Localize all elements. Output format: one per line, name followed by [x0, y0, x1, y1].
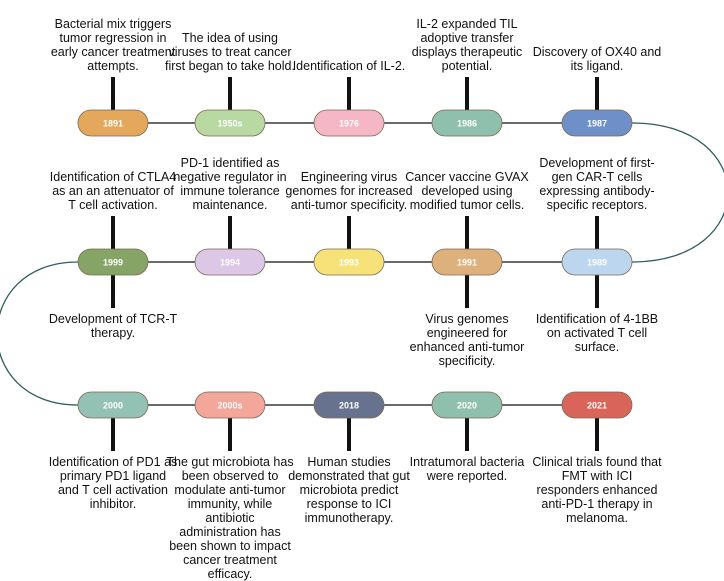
event-description-1993: Engineering virus genomes for increased …: [285, 170, 413, 212]
year-pill-shape: [313, 248, 385, 276]
year-label: 1994: [220, 258, 240, 268]
year-pill-shape: [77, 248, 149, 276]
year-pill-shape: [194, 248, 266, 276]
wrap-curve-right: [631, 122, 724, 263]
event-description-1999-below: Development of TCR-T therapy.: [48, 312, 178, 340]
timeline-connectors: [0, 122, 724, 406]
year-label: 1989: [587, 258, 607, 268]
year-pill-1989: 1989: [561, 248, 633, 276]
year-label: 2021: [587, 401, 607, 411]
year-pill-shape: [431, 109, 503, 137]
year-label: 1991: [457, 258, 477, 268]
year-pill-1991: 1991: [431, 248, 503, 276]
timeline-diagram: 1891 1950s 1976 1986 1987 1999 1994 1993 1991 198…: [0, 77, 724, 451]
year-pill-shape: [77, 391, 149, 419]
event-description-2000s: The gut microbiota has been observed to …: [166, 455, 294, 581]
event-description-1999: Identification of CTLA4 as an an attenua…: [49, 170, 177, 212]
year-pill-1986: 1986: [431, 109, 503, 137]
event-description-2018: Human studies demonstrated that gut micr…: [288, 455, 410, 525]
year-pill-1976: 1976: [313, 109, 385, 137]
year-pill-shape: [431, 391, 503, 419]
year-label: 1987: [587, 119, 607, 129]
year-pill-shape: [194, 391, 266, 419]
year-pill-shape: [561, 248, 633, 276]
year-pill-2020: 2020: [431, 391, 503, 419]
event-description-1976: Identification of IL-2.: [292, 59, 406, 73]
wrap-curve-left: [0, 261, 79, 406]
year-pill-1891: 1891: [77, 109, 149, 137]
event-description-2020: Intratumoral bacteria were reported.: [409, 455, 525, 483]
year-pill-shape: [313, 109, 385, 137]
event-description-2021: Clinical trials found that FMT with ICI …: [532, 455, 662, 525]
event-description-1987: Discovery of OX40 and its ligand.: [532, 45, 662, 73]
year-pill-shape: [431, 248, 503, 276]
event-description-2000: Identification of PD1 as primary PD1 lig…: [48, 455, 178, 511]
year-label: 1993: [339, 258, 359, 268]
year-label: 1891: [103, 119, 123, 129]
year-pill-1993: 1993: [313, 248, 385, 276]
year-pill-1994: 1994: [194, 248, 266, 276]
year-pill-shape: [313, 391, 385, 419]
year-pill-1950s: 1950s: [194, 109, 266, 137]
year-pill-2000: 2000: [77, 391, 149, 419]
event-description-1950s: The idea of using viruses to treat cance…: [165, 31, 295, 73]
year-pill-shape: [77, 109, 149, 137]
year-label: 2020: [457, 401, 477, 411]
year-pill-2018: 2018: [313, 391, 385, 419]
year-pill-shape: [561, 391, 633, 419]
year-pill-2021: 2021: [561, 391, 633, 419]
year-label: 2000: [103, 401, 123, 411]
year-label: 2000s: [217, 401, 242, 411]
event-description-1994: PD-1 identified as negative regulator in…: [173, 156, 287, 212]
year-label: 1950s: [217, 119, 242, 129]
event-description-1991-below: Virus genomes engineered for enhanced an…: [409, 312, 525, 368]
year-pill-shape: [194, 109, 266, 137]
year-label: 2018: [339, 401, 359, 411]
event-description-1986: IL-2 expanded TIL adoptive transfer disp…: [411, 17, 523, 73]
event-description-1891: Bacterial mix triggers tumor regression …: [50, 17, 176, 73]
event-description-1989-below: Identification of 4-1BB on activated T c…: [535, 312, 659, 354]
year-pill-1999: 1999: [77, 248, 149, 276]
year-pill-1987: 1987: [561, 109, 633, 137]
event-description-1989: Development of first-gen CAR-T cells exp…: [539, 156, 655, 212]
year-label: 1976: [339, 119, 359, 129]
timeline-stems: [111, 77, 599, 451]
year-pill-2000s: 2000s: [194, 391, 266, 419]
timeline-year-pills: 1891 1950s 1976 1986 1987 1999 1994 1993 1991 198…: [77, 109, 633, 419]
year-label: 1999: [103, 258, 123, 268]
year-label: 1986: [457, 119, 477, 129]
event-description-1991: Cancer vaccine GVAX developed using modi…: [405, 170, 529, 212]
year-pill-shape: [561, 109, 633, 137]
